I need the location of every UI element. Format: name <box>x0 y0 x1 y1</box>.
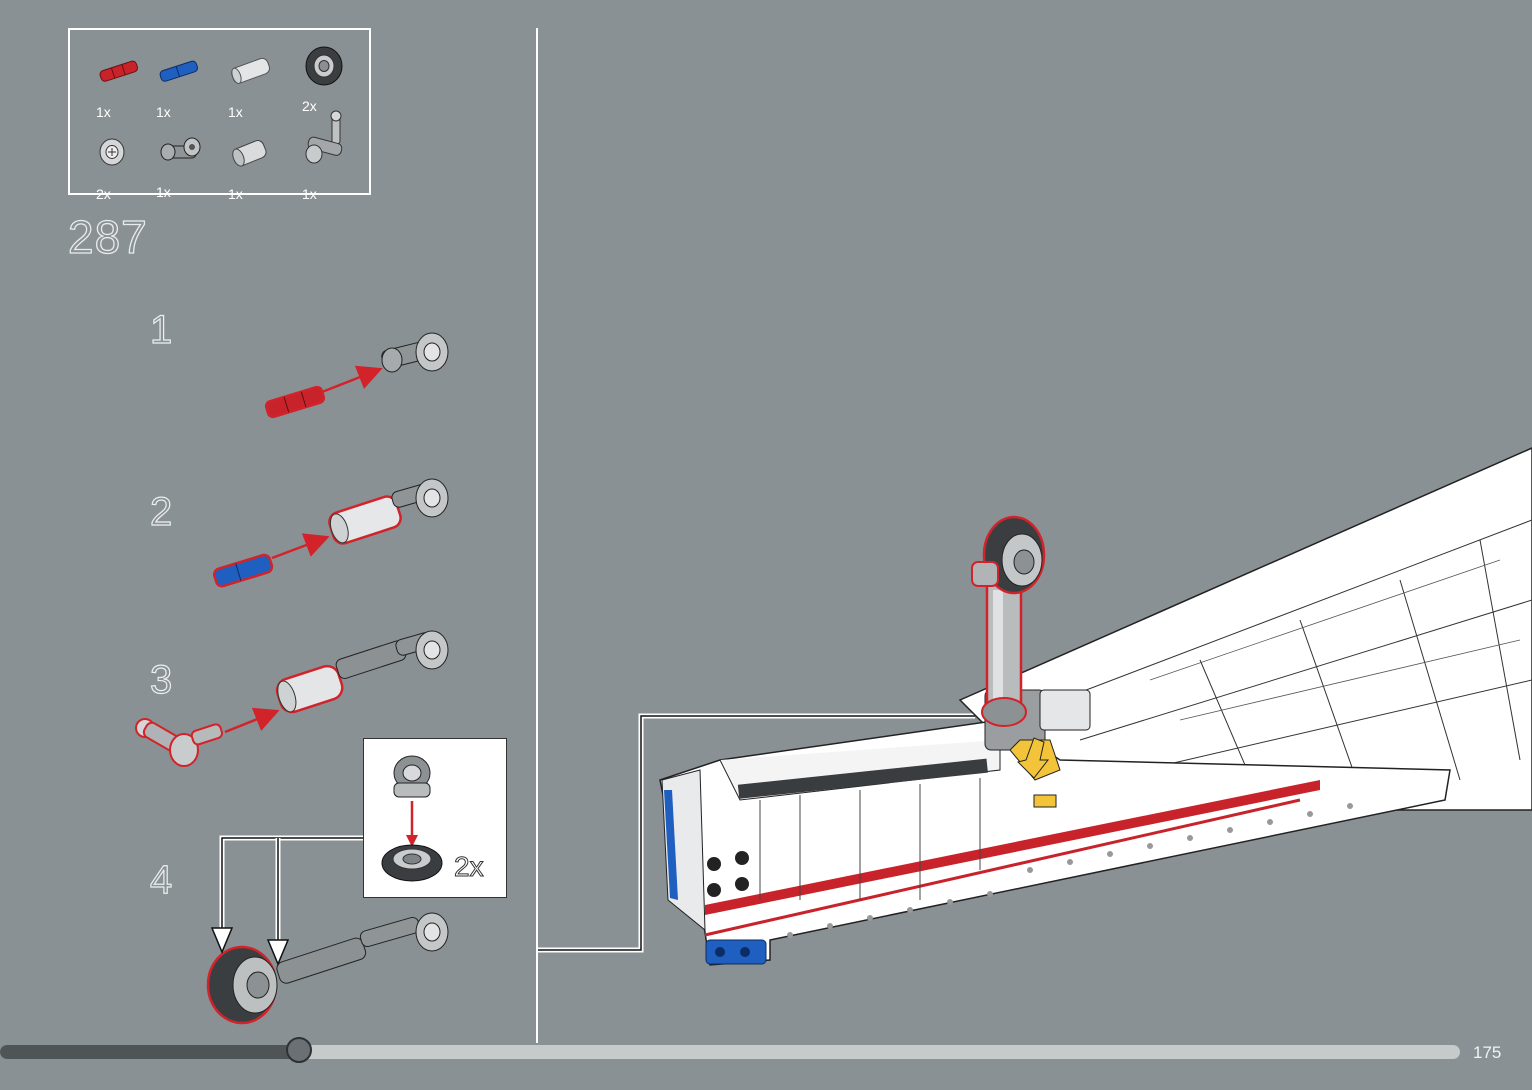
page-number: 175 <box>1473 1043 1501 1063</box>
progress-knob[interactable] <box>286 1037 312 1063</box>
progress-fill <box>0 1045 299 1059</box>
